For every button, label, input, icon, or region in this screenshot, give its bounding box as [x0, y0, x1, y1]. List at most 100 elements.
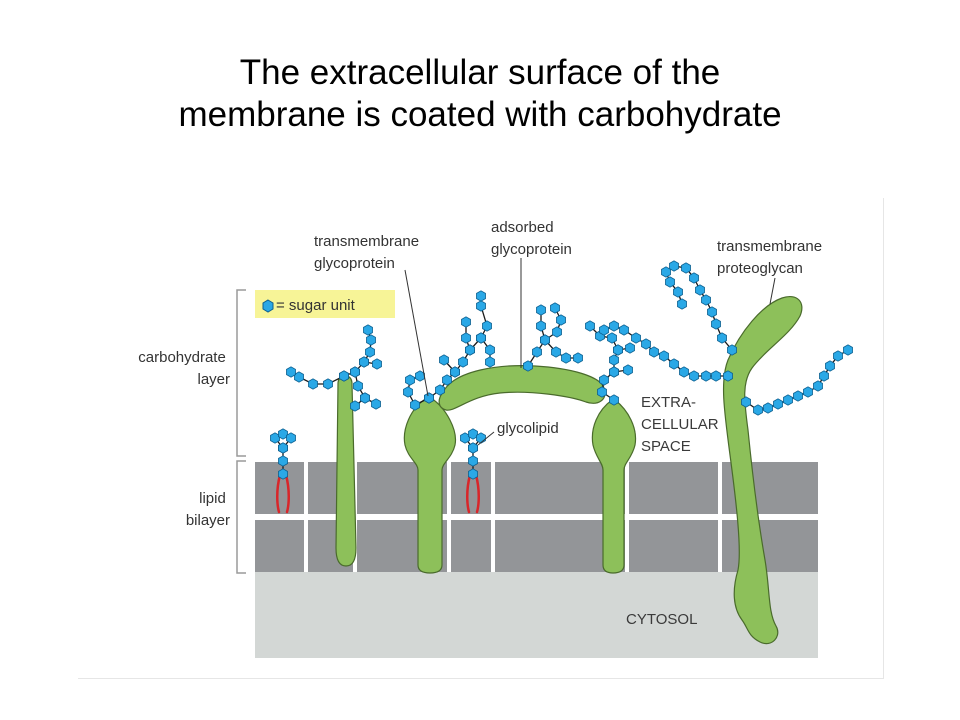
lipid-bilayer-label: lipid bilayer: [186, 490, 230, 529]
sugar-unit: [609, 394, 619, 406]
sugar-unit: [461, 316, 471, 328]
transmembrane-proteoglycan-label: transmembrane proteoglycan: [717, 238, 826, 277]
sugar-unit: [468, 428, 478, 440]
sugar-unit: [661, 266, 671, 278]
sugar-unit: [711, 370, 721, 382]
sugar-unit: [458, 356, 468, 368]
sugar-unit: [695, 284, 705, 296]
sugar-unit: [659, 350, 669, 362]
sugar-unit: [607, 332, 617, 344]
sugar-unit: [613, 344, 623, 356]
sugar-unit: [339, 370, 349, 382]
sugar-unit: [763, 402, 773, 414]
sugar-unit: [308, 378, 318, 390]
side-bracket: [236, 289, 246, 574]
sugar-unit: [783, 394, 793, 406]
sugar-unit: [707, 306, 717, 318]
sugar-unit: [727, 344, 737, 356]
sugar-unit: [711, 318, 721, 330]
sugar-bond: [544, 307, 562, 341]
sugar-unit: [350, 400, 360, 412]
sugar-unit: [717, 332, 727, 344]
sugar-unit: [825, 360, 835, 372]
sugar-unit: [323, 378, 333, 390]
adsorbed-glycoprotein-body: [438, 365, 606, 411]
slide-title: The extracellular surface of the membran…: [0, 52, 960, 136]
title-line-2: membrane is coated with carbohydrate: [178, 95, 782, 134]
sugar-unit: [442, 374, 452, 386]
sugar-unit: [278, 442, 288, 454]
sugar-unit: [599, 374, 609, 386]
sugar-unit: [424, 392, 434, 404]
sugar-unit: [625, 342, 635, 354]
sugar-unit: [701, 370, 711, 382]
sugar-unit: [410, 399, 420, 411]
transmembrane-glycoprotein-label: transmembrane glycoprotein: [314, 233, 423, 272]
sugar-unit: [536, 304, 546, 316]
sugar-unit: [701, 294, 711, 306]
sugar-bond: [544, 339, 578, 359]
sugar-unit: [360, 392, 370, 404]
sugar-unit: [669, 260, 679, 272]
sugar-unit: [573, 352, 583, 364]
sugar-unit: [631, 332, 641, 344]
sugar-unit: [679, 366, 689, 378]
sugar-unit: [450, 366, 460, 378]
transmembrane-proteoglycan-body: [722, 296, 803, 645]
sugar-unit: [465, 344, 475, 356]
cytosol-region: [255, 572, 818, 658]
sugar-unit: [723, 370, 733, 382]
sugar-unit: [278, 468, 288, 480]
sugar-unit: [482, 320, 492, 332]
sugar-unit: [673, 286, 683, 298]
carbohydrate-layer-label: carbohydrate layer: [138, 349, 230, 388]
sugar-unit: [681, 262, 691, 274]
legend-box: [255, 290, 395, 318]
sugar-unit: [556, 314, 566, 326]
sugar-unit: [609, 366, 619, 378]
sugar-unit: [793, 390, 803, 402]
sugar-unit: [813, 380, 823, 392]
sugar-unit: [359, 356, 369, 368]
sugar-unit: [468, 468, 478, 480]
sugar-unit: [741, 396, 751, 408]
legend-label: = sugar unit: [276, 297, 356, 314]
sugar-bond: [354, 371, 377, 405]
title-line-1: The extracellular surface of the: [239, 53, 721, 92]
sugar-unit: [485, 356, 495, 368]
sugar-unit: [689, 272, 699, 284]
sugar-unit: [476, 432, 486, 444]
sugar-unit: [278, 455, 288, 467]
sugar-unit: [665, 276, 675, 288]
sugar-unit: [609, 320, 619, 332]
cytosol-label: CYTOSOL: [626, 611, 697, 628]
sugar-unit: [641, 338, 651, 350]
sugar-unit: [353, 380, 363, 392]
sugar-unit: [286, 366, 296, 378]
leader-lines: [404, 258, 776, 446]
sugar-unit: [773, 398, 783, 410]
sugar-unit: [623, 364, 633, 376]
sugar-unit: [366, 334, 376, 346]
sugar-unit: [843, 344, 853, 356]
sugar-unit: [551, 346, 561, 358]
sugar-unit: [286, 432, 296, 444]
transmembrane-glycoprotein-body: [403, 397, 457, 574]
sugar-unit: [532, 346, 542, 358]
sugar-unit: [540, 334, 550, 346]
glycolipid-tails: [276, 473, 480, 514]
glycolipid-label: glycolipid: [497, 420, 559, 437]
sugar-unit: [833, 350, 843, 362]
sugar-unit: [649, 346, 659, 358]
sugar-unit: [415, 370, 425, 382]
sugar-unit: [803, 386, 813, 398]
sugar-unit: [468, 455, 478, 467]
sugar-unit: [371, 398, 381, 410]
extracellular-space-label: EXTRA- CELLULAR SPACE: [641, 394, 723, 455]
hexagon-sugar-icon: [262, 299, 274, 313]
sugar-unit: [669, 358, 679, 370]
figure-frame: [78, 198, 884, 679]
sugar-unit: [439, 354, 449, 366]
sugar-unit: [365, 346, 375, 358]
